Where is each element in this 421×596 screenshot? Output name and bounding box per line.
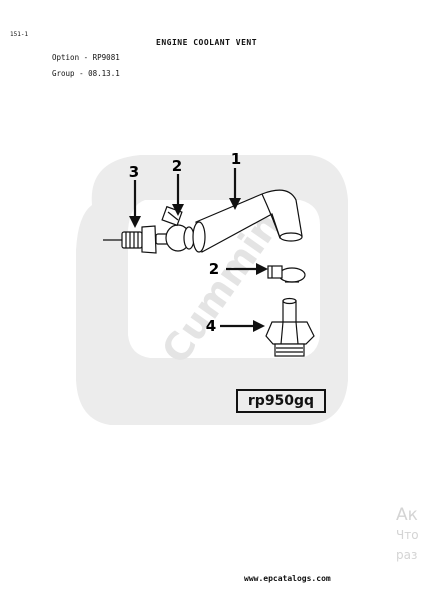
part-2-hose-clamp-lower	[267, 265, 306, 283]
page-title: ENGINE COOLANT VENT	[156, 38, 258, 47]
cummins-logo-watermark: Cummins	[76, 155, 348, 425]
page-code: 151-1	[10, 31, 29, 38]
part-4-connector	[265, 297, 315, 357]
watermark-line-1: Ак	[396, 505, 418, 525]
callout-2-lower: 2	[209, 260, 219, 278]
callout-1: 1	[231, 150, 241, 168]
figure-id-box: rp950gq	[236, 389, 326, 413]
group-label: Group - 08.13.1	[52, 69, 120, 78]
footer-url-link[interactable]: www.epcatalogs.com	[244, 574, 331, 583]
watermark-line-3: раз	[396, 548, 418, 562]
part-1-molded-hose	[192, 189, 303, 253]
callout-3: 3	[129, 163, 139, 181]
option-label: Option - RP9081	[52, 53, 120, 62]
callout-2-upper: 2	[172, 157, 182, 175]
watermark-line-2: Что	[396, 528, 419, 542]
activation-watermark: Ак Что раз	[396, 505, 419, 565]
callout-arrows	[129, 168, 268, 332]
callout-4: 4	[206, 317, 216, 335]
